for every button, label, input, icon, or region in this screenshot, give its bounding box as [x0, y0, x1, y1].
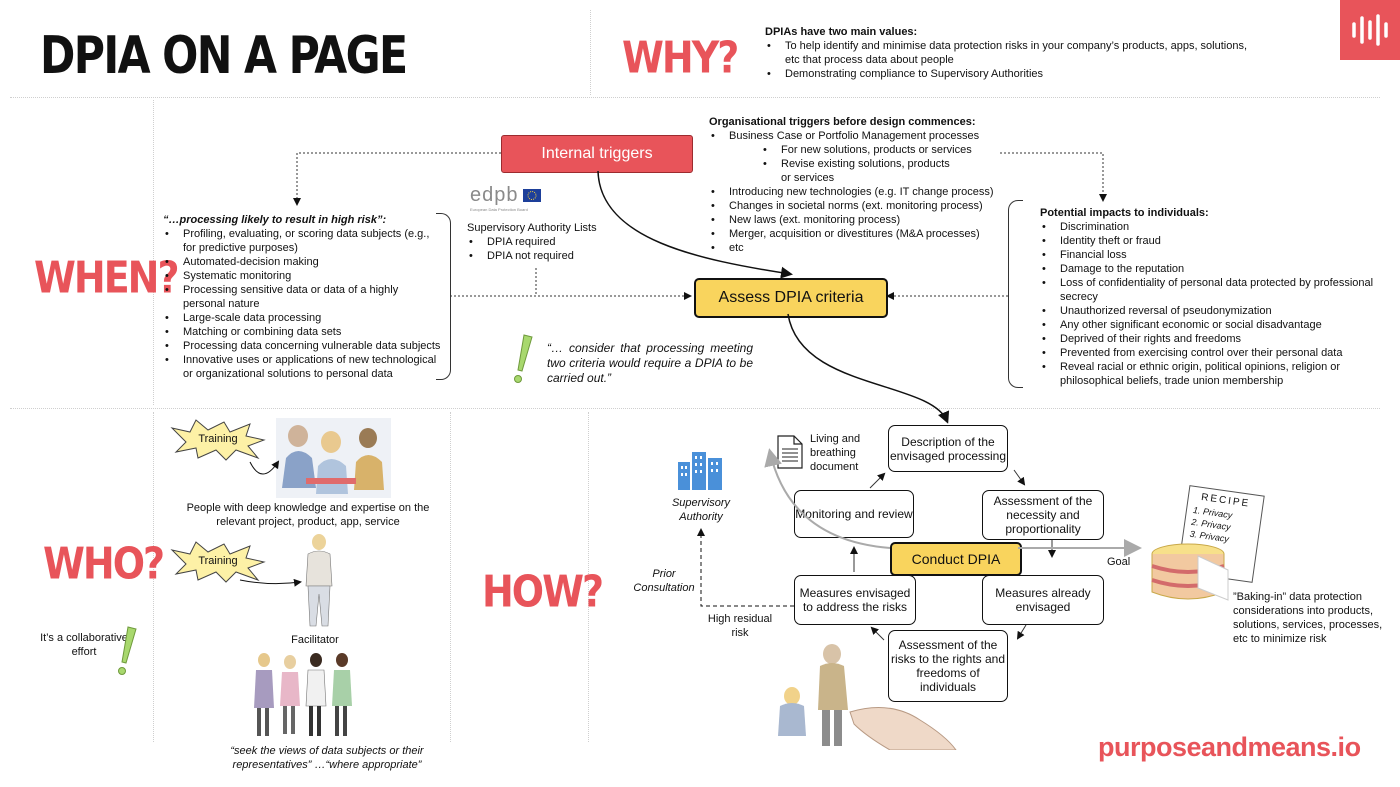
footer-brand: purposeandmeans.io [1098, 732, 1361, 762]
list-item: Matching or combining data sets [165, 325, 441, 339]
arrow [1013, 469, 1026, 486]
arrow [249, 460, 280, 475]
training-label: Training [198, 433, 238, 445]
how-label: HOW? [482, 566, 604, 617]
list-item: Loss of confidentiality of personal data… [1042, 276, 1380, 304]
impacts-block: Potential impacts to individuals: Discri… [1040, 206, 1380, 388]
cake-illustration [1148, 540, 1234, 617]
list-item: etc [711, 241, 999, 255]
list-item: New laws (ext. monitoring process) [711, 213, 999, 227]
list-item: Systematic monitoring [165, 269, 441, 283]
training-label: Training [198, 555, 238, 567]
org-triggers-heading: Organisational triggers before design co… [709, 116, 976, 128]
page-title: DPIA ON A PAGE [40, 26, 408, 86]
building-icon [676, 448, 726, 495]
team-illustration [276, 418, 391, 498]
training-burst-1: Training [170, 418, 266, 462]
high-risk-block: “…processing likely to result in high ri… [163, 213, 441, 381]
list-item: Merger, acquisition or divestitures (M&A… [711, 227, 999, 241]
facilitator-label: Facilitator [291, 634, 339, 646]
list-item: For new solutions, products or services [763, 143, 999, 157]
list-item: Identity theft or fraud [1042, 234, 1380, 248]
logo [1340, 0, 1400, 60]
prior-consultation-label: Prior Consultation [633, 568, 695, 594]
edpb-logo-sub: European Data Protection Board [470, 207, 528, 212]
criteria-quote: “… consider that processing meeting two … [547, 341, 753, 385]
arrow [787, 313, 950, 424]
list-item: Changes in societal norms (ext. monitori… [711, 199, 999, 213]
description-box: Description of the envisaged processing [888, 425, 1008, 472]
list-item: To help identify and minimise data prote… [767, 39, 1255, 67]
org-triggers-block: Organisational triggers before design co… [709, 115, 999, 255]
arrow [870, 626, 885, 641]
exclamation-icon [116, 625, 138, 682]
why-block: DPIAs have two main values: To help iden… [765, 25, 1255, 81]
eu-flag-icon [522, 189, 541, 202]
exclamation-icon [510, 333, 536, 390]
list-item: Profiling, evaluating, or scoring data s… [165, 227, 441, 255]
list-item: Automated-decision making [165, 255, 441, 269]
list-item: Demonstrating compliance to Supervisory … [767, 67, 1255, 81]
assessment-necessity-box: Assessment of the necessity and proporti… [982, 490, 1104, 540]
list-item: Prevented from exercising control over t… [1042, 346, 1380, 360]
measures-envisaged-box: Measures envisaged to address the risks [794, 575, 916, 625]
brace [1008, 200, 1023, 388]
list-item: Discrimination [1042, 220, 1380, 234]
facilitator-illustration [298, 532, 340, 630]
list-item: Innovative uses or applications of new t… [165, 353, 441, 381]
list-item: DPIA required [469, 235, 607, 249]
why-heading: DPIAs have two main values: [765, 26, 918, 38]
high-risk-heading: “…processing likely to result in high ri… [163, 214, 387, 226]
who-label: WHO? [43, 538, 165, 589]
worried-people-illustration [770, 640, 960, 755]
data-subjects-illustration [250, 650, 360, 740]
edpb-logo: edpb European Data Protection Board [470, 184, 542, 212]
list-item: Large-scale data processing [165, 311, 441, 325]
baking-in-note: ”Baking-in” data protection consideratio… [1233, 591, 1383, 645]
list-item: Processing data concerning vulnerable da… [165, 339, 441, 353]
list-item: Any other significant economic or social… [1042, 318, 1380, 332]
goal-label: Goal [1107, 556, 1131, 568]
list-item: DPIA not required [469, 249, 607, 263]
high-residual-risk-label: High residual risk [707, 613, 773, 639]
list-item: Damage to the reputation [1042, 262, 1380, 276]
edpb-logo-text: edpb [470, 184, 519, 206]
arrow [697, 528, 794, 607]
sa-lists-heading: Supervisory Authority Lists [467, 222, 597, 234]
monitoring-box: Monitoring and review [794, 490, 914, 538]
document-icon [776, 434, 804, 475]
supervisory-authority-label: Supervisory Authority [671, 497, 731, 523]
assessment-risks-box: Assessment of the risks to the rights an… [888, 630, 1008, 702]
sa-lists: Supervisory Authority Lists DPIA require… [467, 221, 607, 263]
people-expertise: People with deep knowledge and expertise… [186, 502, 430, 528]
list-item: Business Case or Portfolio Management pr… [711, 129, 999, 143]
why-label: WHY? [622, 32, 739, 83]
collab-note: It’s a collaborative effort [40, 632, 128, 658]
list-item: Unauthorized reversal of pseudonymizatio… [1042, 304, 1380, 318]
arrow [1016, 624, 1027, 640]
impacts-heading: Potential impacts to individuals: [1040, 207, 1209, 219]
when-label: WHEN? [34, 252, 180, 303]
list-item: Introducing new technologies (e.g. IT ch… [711, 185, 999, 199]
measures-already-box: Measures already envisaged [982, 575, 1104, 625]
internal-triggers-box: Internal triggers [501, 135, 693, 173]
data-subjects-quote: “seek the views of data subjects or thei… [230, 745, 424, 771]
brace [436, 213, 451, 380]
list-item: Processing sensitive data or data of a h… [165, 283, 441, 311]
list-item: Financial loss [1042, 248, 1380, 262]
list-item: Deprived of their rights and freedoms [1042, 332, 1380, 346]
assess-dpia-criteria-box: Assess DPIA criteria [694, 278, 888, 318]
arrow [869, 472, 886, 489]
waveform-icon [1352, 14, 1388, 46]
list-item: Revise existing solutions, products or s… [763, 157, 961, 185]
living-document-label: Living and breathing document [810, 433, 861, 473]
arrow [1000, 152, 1107, 202]
conduct-dpia-box: Conduct DPIA [890, 542, 1022, 576]
list-item: Reveal racial or ethnic origin, politica… [1042, 360, 1380, 388]
training-burst-2: Training [170, 540, 266, 584]
